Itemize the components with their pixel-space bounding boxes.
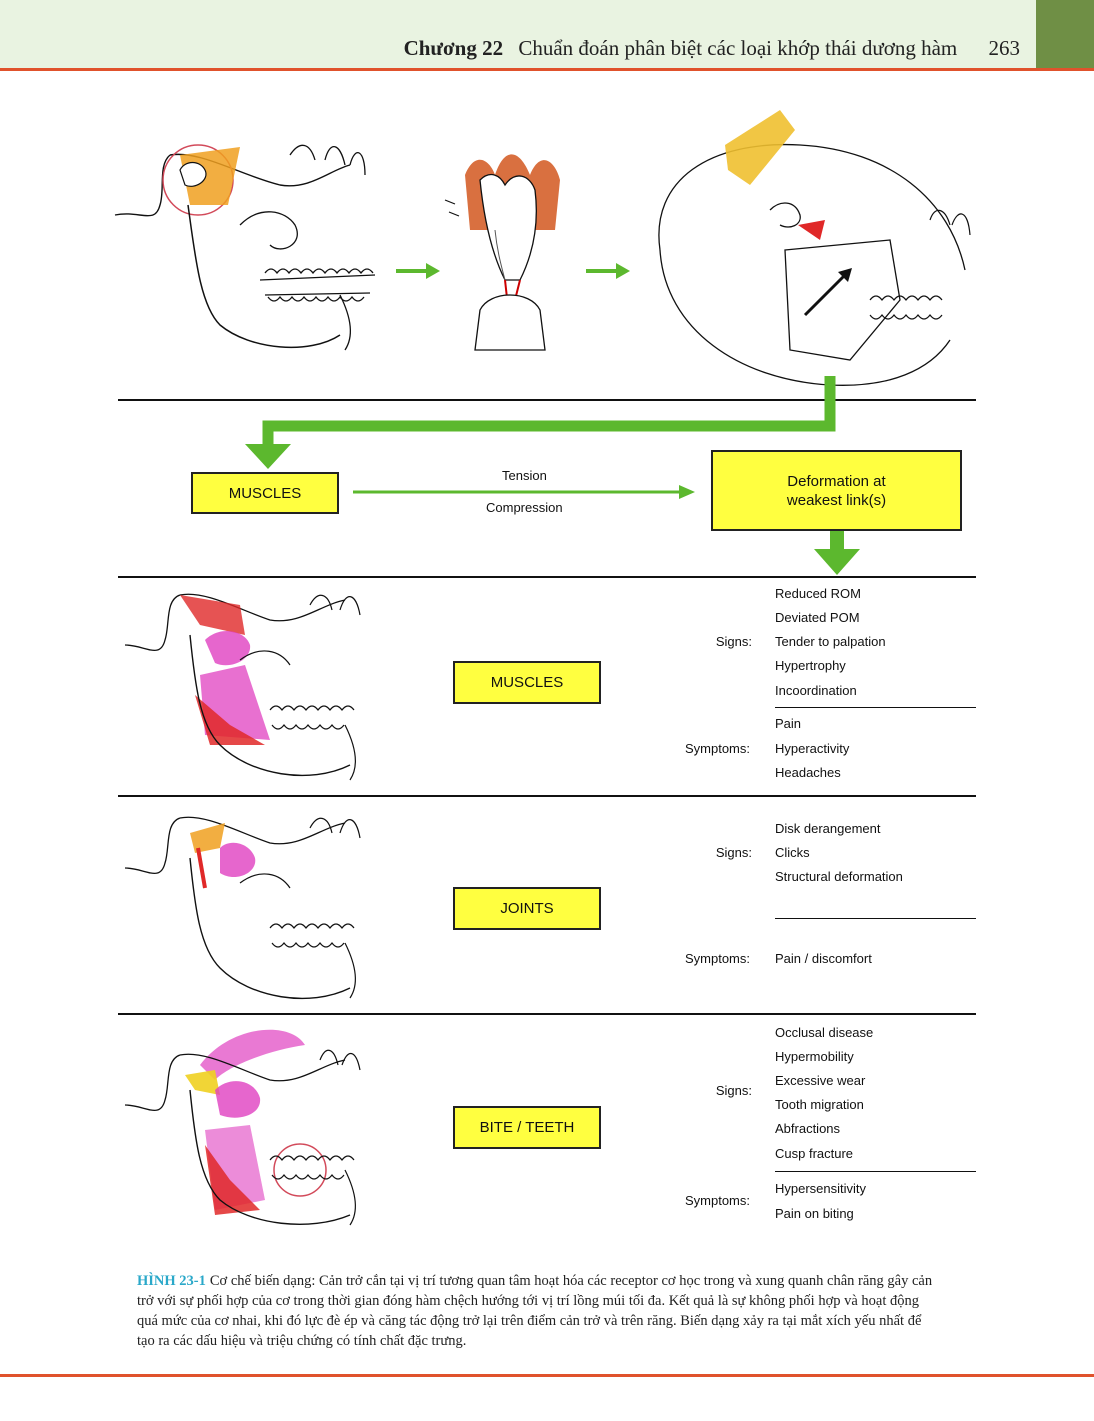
divider-joints [118, 1013, 976, 1015]
arrow-right-2 [586, 263, 630, 279]
muscles-signs-label: Signs: [715, 634, 752, 649]
bite-sign-3: Excessive wear [775, 1073, 866, 1088]
footer-rule [0, 1374, 1094, 1377]
muscles-sign-5: Incoordination [775, 683, 857, 698]
joints-box: JOINTS [453, 887, 601, 930]
joints-signs-divider [775, 918, 976, 920]
arrow-elbow [245, 376, 836, 469]
bite-symptom-2: Pain on biting [775, 1206, 854, 1221]
bite-symptoms-label: Symptoms: [684, 1193, 750, 1208]
row-joints-label: JOINTS [500, 900, 554, 917]
compression-label: Compression [486, 500, 563, 515]
page-number: 263 [988, 36, 1021, 60]
header-tab [1036, 0, 1094, 68]
deformation-box: Deformation at weakest link(s) [711, 450, 962, 531]
tooth-illustration [444, 154, 560, 351]
skull-illustration-joints [124, 816, 361, 1000]
bite-teeth-box: BITE / TEETH [453, 1106, 601, 1149]
chapter-label: Chương 22 [403, 36, 504, 60]
header-rule [0, 68, 1094, 71]
muscles-signs-divider [775, 707, 976, 709]
muscles-sign-1: Reduced ROM [775, 586, 861, 601]
bite-sign-6: Cusp fracture [775, 1146, 854, 1161]
deformation-box-label: Deformation at weakest link(s) [786, 472, 887, 509]
divider-muscles [118, 795, 976, 797]
skull-illustration-muscles [124, 593, 361, 781]
running-header: Chương 22 Chuẩn đoán phân biệt các loại … [404, 36, 1020, 61]
bite-sign-5: Abfractions [775, 1121, 841, 1136]
muscles-sign-4: Hypertrophy [775, 658, 846, 673]
flow-arrow [353, 485, 695, 499]
joints-symptom-1: Pain / discomfort [775, 951, 872, 966]
chapter-title: Chuẩn đoán phân biệt các loại khớp thái … [518, 36, 958, 60]
bite-symptom-1: Hypersensitivity [775, 1181, 867, 1196]
muscles-sign-3: Tender to palpation [775, 634, 886, 649]
row-bite-label: BITE / TEETH [479, 1119, 575, 1136]
skull-illustration-bite [124, 1029, 361, 1226]
skull-illustration-top-left [114, 144, 376, 351]
skull-illustration-top-right [658, 110, 971, 386]
bite-signs-label: Signs: [715, 1083, 752, 1098]
muscles-symptom-1: Pain [775, 716, 802, 731]
muscles-symptom-2: Hyperactivity [775, 741, 850, 756]
divider-top [118, 399, 976, 401]
row-muscles-label: MUSCLES [490, 674, 564, 691]
muscles-box: MUSCLES [453, 661, 601, 704]
figure-label: HÌNH 23-1 [137, 1273, 206, 1289]
bite-sign-1: Occlusal disease [775, 1025, 874, 1040]
divider-flow [118, 576, 976, 578]
muscles-sign-2: Deviated POM [775, 610, 860, 625]
bite-sign-2: Hypermobility [775, 1049, 854, 1064]
joints-sign-1: Disk derangement [775, 821, 881, 836]
arrow-down [814, 531, 860, 575]
muscles-symptoms-label: Symptoms: [684, 741, 750, 756]
header-band [0, 0, 1036, 68]
muscles-box-flow: MUSCLES [191, 472, 339, 514]
joints-symptoms-label: Symptoms: [684, 951, 750, 966]
joints-sign-2: Clicks [775, 845, 810, 860]
joints-signs-label: Signs: [715, 845, 752, 860]
arrow-right-1 [396, 263, 440, 279]
caption-text: Cơ chế biến dạng: Cản trở cắn tại vị trí… [137, 1273, 933, 1349]
joints-sign-3: Structural deformation [775, 869, 903, 884]
tension-label: Tension [502, 468, 547, 483]
muscles-box-label: MUSCLES [228, 484, 302, 502]
muscles-symptom-3: Headaches [775, 765, 841, 780]
bite-signs-divider [775, 1171, 976, 1173]
bite-sign-4: Tooth migration [775, 1097, 864, 1112]
